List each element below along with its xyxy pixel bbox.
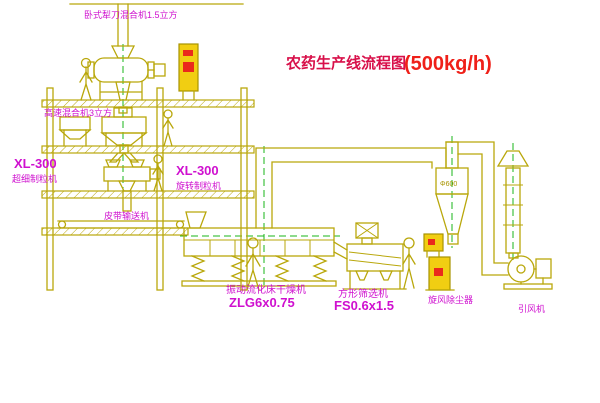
label-fine-granulator-model: XL-300 (14, 156, 57, 171)
worker-figure-sieve (402, 237, 416, 289)
diagram-capacity: (500kg/h) (404, 53, 492, 75)
label-cyclone: 旋风除尘器 (428, 294, 473, 305)
building-frame (41, 3, 255, 291)
label-horizontal-mixer: 卧式犁刀混合机1.5立方 (84, 9, 178, 20)
high-speed-mixer (100, 107, 148, 163)
label-square-sieve-model: FS0.6x1.5 (334, 298, 394, 313)
control-cabinet-right (425, 256, 455, 291)
label-rotary-granulator-model: XL-300 (176, 163, 219, 178)
exhaust-duct (255, 147, 447, 229)
control-cabinet-top (178, 43, 199, 101)
worker-figure-floor3 (152, 154, 164, 192)
control-cabinet-small (423, 233, 444, 258)
worker-figure-roof (79, 57, 93, 101)
label-rotary-granulator-name: 旋转制粒机 (176, 180, 221, 191)
rotary-granulator (103, 159, 161, 212)
diagram-title: 农药生产线流程图 (285, 54, 406, 72)
label-square-sieve: 方形筛选机 (338, 287, 388, 300)
label-fluid-bed-dryer-model: ZLG6x0.75 (229, 295, 295, 310)
worker-figure-floor2 (162, 109, 174, 147)
worker-figure-ground (245, 237, 261, 291)
exhaust-stack (496, 150, 530, 259)
induced-draft-fan (503, 255, 553, 290)
cyclone-dust-collector (435, 141, 509, 276)
fluid-bed-dryer (181, 211, 348, 287)
square-sieve (343, 222, 407, 290)
label-induced-draft-fan: 引风机 (518, 303, 545, 314)
horizontal-mixer (87, 3, 166, 114)
label-belt-conveyor: 皮带输送机 (104, 210, 149, 221)
label-high-speed-mixer: 高速混合机3立方 (44, 107, 112, 118)
feeder-bin (58, 116, 92, 147)
label-fine-granulator-name: 超细制粒机 (12, 173, 57, 184)
label-fluid-bed-dryer: 振动流化床干燥机 (226, 283, 306, 296)
belt-conveyor (57, 220, 185, 229)
centerlines (122, 44, 514, 288)
label-pipe-size: Φ600 (440, 181, 457, 188)
